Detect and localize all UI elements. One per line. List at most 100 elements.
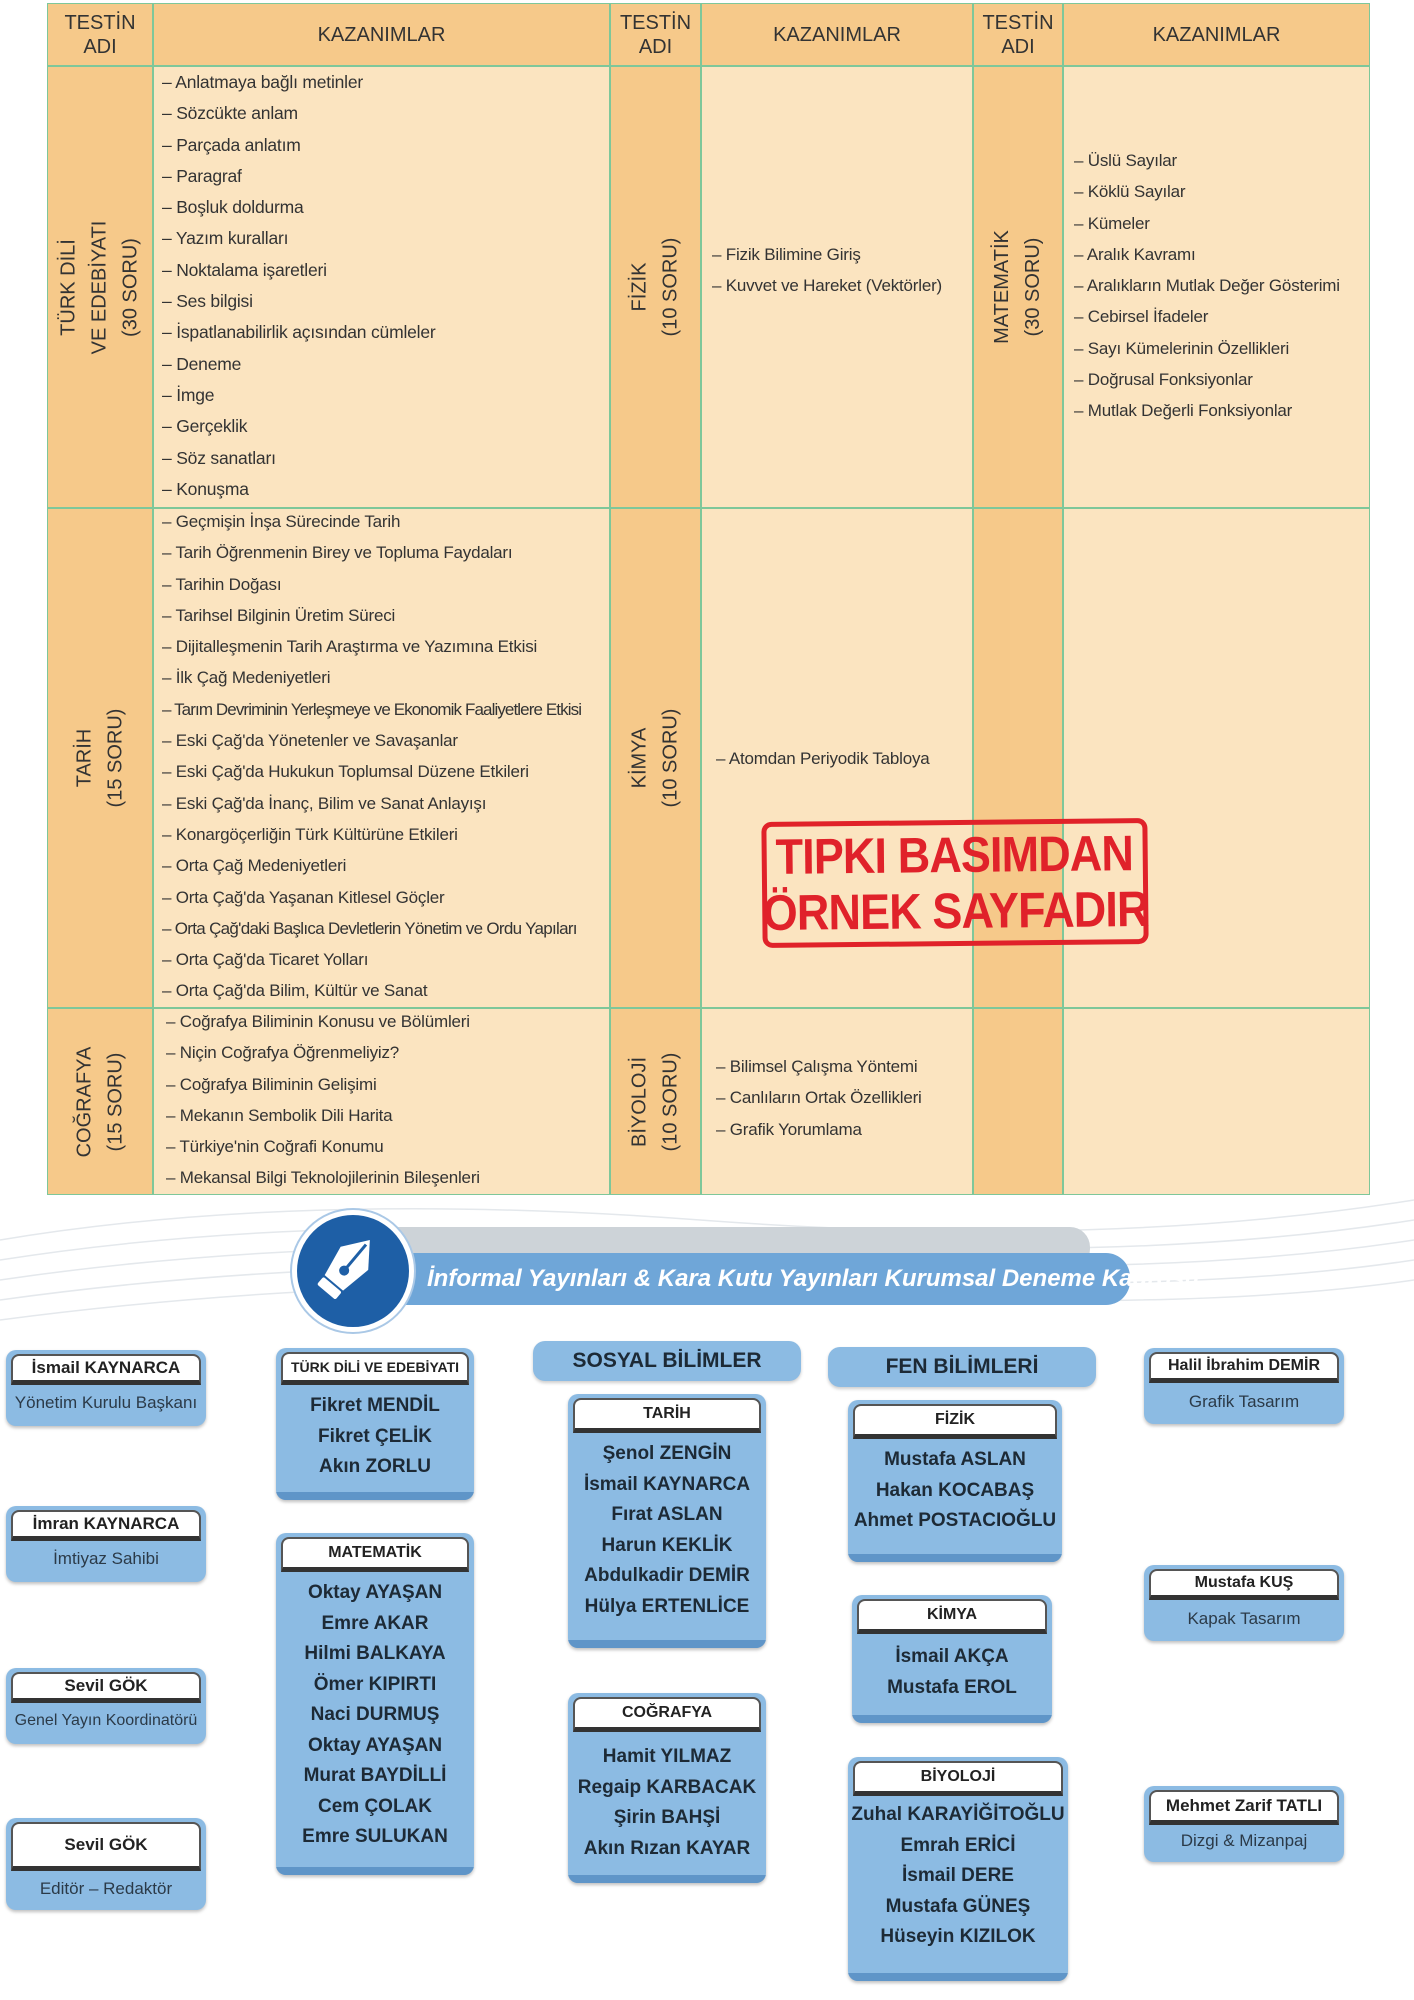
staff-box-kimya: KİMYA İsmail AKÇA Mustafa EROL [852, 1595, 1052, 1723]
list-item: Canlıların Ortak Özellikleri [716, 1082, 922, 1113]
staff-name: Akın Rızan KAYAR [583, 1837, 751, 1859]
subject-line: MATEMATİK [991, 230, 1014, 344]
list-item: Coğrafya Biliminin Konusu ve Bölümleri [166, 1006, 480, 1037]
group-header-sosyal: SOSYAL BİLİMLER [533, 1341, 801, 1381]
list-item: Fizik Bilimine Giriş [712, 239, 942, 270]
curriculum-table: TESTİN ADI KAZANIMLAR TESTİN ADI KAZANIM… [47, 3, 1370, 1195]
subject-line: BİYOLOJİ [628, 1056, 651, 1147]
staff-name: Emrah ERİCİ [900, 1834, 1016, 1856]
staff-box-matematik: MATEMATİK Oktay AYAŞAN Emre AKAR Hilmi B… [276, 1533, 474, 1875]
group-title: FİZİK [853, 1404, 1057, 1439]
list-item: Grafik Yorumlama [716, 1114, 922, 1145]
subject-turk-dili: TÜRK DİLİ VE EDEBİYATI (30 SORU) [47, 66, 153, 508]
header-kazanimlar-3: KAZANIMLAR [1063, 3, 1370, 66]
staff-name: Şirin BAHŞİ [613, 1807, 721, 1828]
list-item: Boşluk doldurma [162, 192, 436, 223]
subject-tarih: TARİH (15 SORU) [47, 508, 153, 1008]
list-item: Kuvvet ve Hareket (Vektörler) [712, 270, 942, 301]
list-item: Mekanın Sembolik Dili Harita [166, 1100, 480, 1131]
group-header-fen: FEN BİLİMLERİ [828, 1347, 1096, 1387]
outcome-list: Fizik Bilimine Giriş Kuvvet ve Hareket (… [712, 239, 942, 302]
list-item: Tarihin Doğası [162, 569, 581, 600]
box-sheen [848, 1973, 1068, 1981]
pen-nib-logo-icon [292, 1210, 414, 1332]
list-item: İmge [162, 380, 436, 411]
group-title: TARİH [573, 1398, 761, 1433]
list-item: Orta Çağ'da Ticaret Yolları [162, 944, 581, 975]
list-item: Cebirsel İfadeler [1074, 301, 1340, 332]
group-title: KİMYA [857, 1599, 1047, 1634]
subject-kimya: KİMYA (10 SORU) [610, 508, 701, 1008]
list-item: Noktalama işaretleri [162, 255, 436, 286]
outcomes-tarih: Geçmişin İnşa Sürecinde Tarih Tarih Öğre… [153, 508, 610, 1008]
staff-name: Oktay AYAŞAN [307, 1582, 443, 1603]
subject-empty-2 [973, 508, 1063, 1008]
group-title: COĞRAFYA [573, 1697, 761, 1732]
outcomes-turk-dili: Anlatmaya bağlı metinler Sözcükte anlam … [153, 66, 610, 508]
staff-name: Mustafa ASLAN [884, 1449, 1026, 1470]
staff-name: İsmail DERE [902, 1865, 1014, 1886]
subject-line: (10 SORU) [659, 237, 682, 337]
staff-name: Hilmi BALKAYA [304, 1643, 446, 1664]
list-item: Sözcükte anlam [162, 98, 436, 129]
box-sheen [848, 1554, 1062, 1562]
subject-line: (15 SORU) [104, 1052, 127, 1151]
staff-role: Yönetim Kurulu Başkanı [14, 1393, 198, 1412]
outcomes-matematik: Üslü Sayılar Köklü Sayılar Kümeler Aralı… [1063, 66, 1370, 508]
staff-name: Oktay AYAŞAN [307, 1734, 443, 1756]
staff-name: Regaip KARBACAK [577, 1776, 757, 1798]
staff-name: Mustafa EROL [887, 1676, 1017, 1698]
subject-line: KİMYA [628, 727, 651, 789]
subject-line: VE EDEBİYATI [88, 220, 111, 354]
header-kazanimlar-1: KAZANIMLAR [153, 3, 610, 66]
list-item: Aralık Kavramı [1074, 239, 1340, 270]
list-item: Parçada anlatım [162, 130, 436, 161]
outcomes-fizik: Fizik Bilimine Giriş Kuvvet ve Hareket (… [701, 66, 973, 508]
list-item: Mutlak Değerli Fonksiyonlar [1074, 395, 1340, 426]
list-item: Yazım kuralları [162, 223, 436, 254]
box-sheen [276, 1492, 474, 1500]
subject-cografya: COĞRAFYA (15 SORU) [47, 1008, 153, 1195]
list-item: İlk Çağ Medeniyetleri [162, 662, 581, 693]
outcomes-empty-2 [1063, 508, 1370, 1008]
header-testin-adi-3: TESTİN ADI [973, 3, 1063, 66]
subject-line: (30 SORU) [1022, 237, 1045, 337]
staff-name: Abdulkadir DEMİR [584, 1565, 750, 1586]
list-item: Geçmişin İnşa Sürecinde Tarih [162, 506, 581, 537]
staff-box-fizik: FİZİK Mustafa ASLAN Hakan KOCABAŞ Ahmet … [848, 1400, 1062, 1562]
staff-name: Ömer KIPIRTI [313, 1673, 437, 1695]
list-item: Tarım Devriminin Yerleşmeye ve Ekonomik … [162, 694, 582, 725]
list-item: Aralıkların Mutlak Değer Gösterimi [1074, 270, 1340, 301]
staff-box-baskan: İsmail KAYNARCA Yönetim Kurulu Başkanı [6, 1350, 206, 1426]
staff-box-biyoloji: BİYOLOJİ Zuhal KARAYİĞİTOĞLU Emrah ERİCİ… [848, 1757, 1068, 1981]
outcomes-biyoloji: Bilimsel Çalışma Yöntemi Canlıların Orta… [701, 1008, 973, 1195]
staff-name: İmran KAYNARCA [11, 1510, 201, 1541]
box-sheen [852, 1715, 1052, 1723]
list-item: Köklü Sayılar [1074, 176, 1340, 207]
staff-name: Mustafa KUŞ [1149, 1569, 1339, 1600]
staff-role: Genel Yayın Koordinatörü [14, 1712, 198, 1729]
outcome-list: Bilimsel Çalışma Yöntemi Canlıların Orta… [716, 1051, 922, 1145]
outcomes-empty-3 [1063, 1008, 1370, 1195]
box-sheen [276, 1867, 474, 1875]
staff-name: İsmail KAYNARCA [11, 1354, 201, 1385]
staff-name: Fırat ASLAN [611, 1504, 723, 1525]
box-sheen [568, 1875, 766, 1883]
staff-name: Ahmet POSTACIOĞLU [853, 1510, 1057, 1531]
outcome-list: Üslü Sayılar Köklü Sayılar Kümeler Aralı… [1074, 145, 1340, 427]
subject-line: COĞRAFYA [73, 1046, 96, 1157]
staff-name: İsmail AKÇA [895, 1646, 1009, 1667]
box-sheen [568, 1640, 766, 1648]
staff-box-kapak: Mustafa KUŞ Kapak Tasarım [1144, 1565, 1344, 1641]
outcome-list: Geçmişin İnşa Sürecinde Tarih Tarih Öğre… [162, 506, 582, 1007]
stamp-line: TIPKI BASIMDAN [775, 825, 1134, 885]
list-item: Orta Çağ Medeniyetleri [162, 850, 581, 881]
staff-name: Naci DURMUŞ [310, 1704, 440, 1725]
outcome-list: Anlatmaya bağlı metinler Sözcükte anlam … [162, 67, 436, 505]
list-item: Söz sanatları [162, 443, 436, 474]
staff-role: İmtiyaz Sahibi [53, 1549, 159, 1568]
staff-name: İsmail KAYNARCA [583, 1473, 751, 1495]
outcomes-cografya: Coğrafya Biliminin Konusu ve Bölümleri N… [153, 1008, 610, 1195]
list-item: Eski Çağ'da Hukukun Toplumsal Düzene Etk… [162, 756, 581, 787]
list-item: Gerçeklik [162, 411, 436, 442]
